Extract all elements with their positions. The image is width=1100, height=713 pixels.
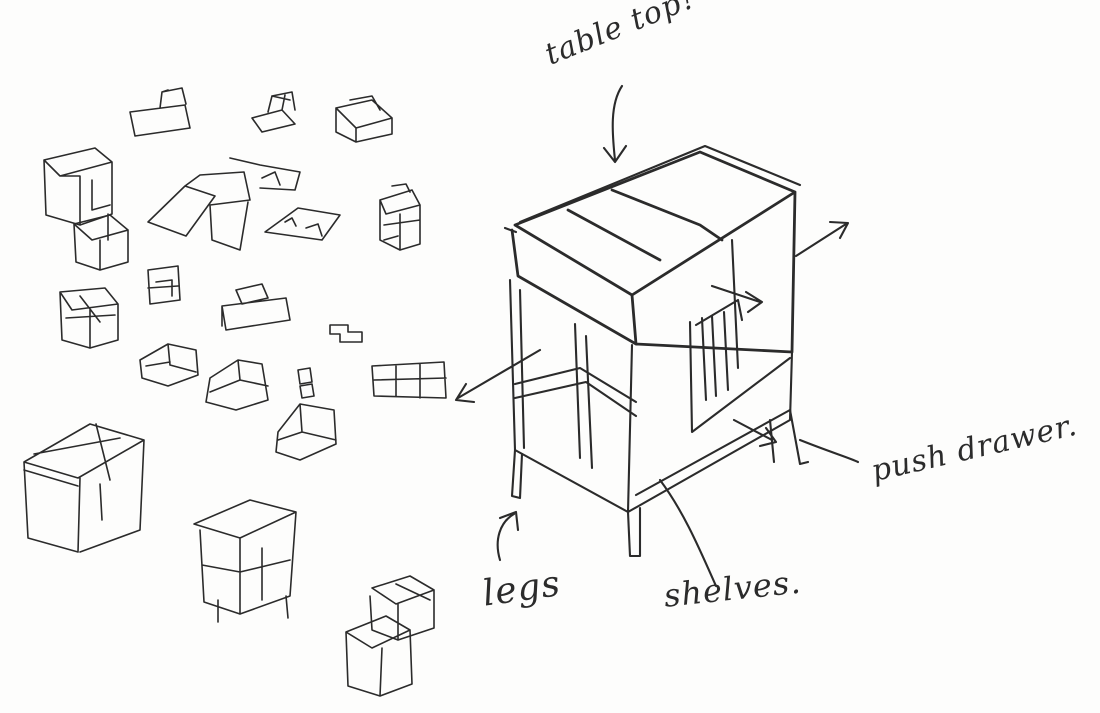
legs bbox=[510, 408, 810, 558]
arrow-drawer-down bbox=[732, 418, 778, 448]
thumbnail-sketches bbox=[23, 87, 447, 697]
thumb-19 bbox=[193, 499, 297, 623]
thumb-7 bbox=[264, 207, 341, 241]
thumb-17 bbox=[275, 403, 337, 461]
arrow-legs bbox=[496, 510, 520, 562]
arrow-left bbox=[454, 348, 542, 404]
thumb-13 bbox=[139, 343, 199, 387]
thumb-14 bbox=[205, 359, 269, 411]
thumb-8 bbox=[379, 183, 421, 251]
thumb-12 bbox=[329, 324, 363, 343]
thumb-18 bbox=[23, 423, 145, 553]
thumb-4 bbox=[43, 147, 113, 226]
table-top bbox=[510, 150, 797, 354]
pointer-shelves bbox=[658, 478, 718, 588]
thumb-5 bbox=[73, 213, 129, 271]
thumb-10 bbox=[221, 283, 291, 331]
thumb-20 bbox=[345, 575, 435, 697]
thumb-15 bbox=[297, 367, 315, 399]
shelf-body bbox=[508, 278, 794, 514]
table-top-edge bbox=[503, 144, 802, 234]
thumb-2 bbox=[251, 91, 296, 133]
thumb-1 bbox=[129, 87, 191, 137]
thumb-11 bbox=[59, 287, 119, 349]
drawer-frame bbox=[688, 238, 792, 434]
pointer-push-drawer bbox=[798, 438, 860, 464]
arrow-drawer-in bbox=[710, 284, 764, 314]
main-cabinet-sketch bbox=[503, 144, 810, 558]
thumb-16 bbox=[371, 361, 447, 399]
arrow-table-top bbox=[602, 84, 628, 164]
thumb-6 bbox=[147, 157, 301, 251]
arrow-right-side bbox=[794, 220, 850, 258]
thumb-9 bbox=[147, 265, 181, 305]
thumb-3 bbox=[335, 95, 393, 143]
annotation-arrows bbox=[454, 84, 860, 588]
